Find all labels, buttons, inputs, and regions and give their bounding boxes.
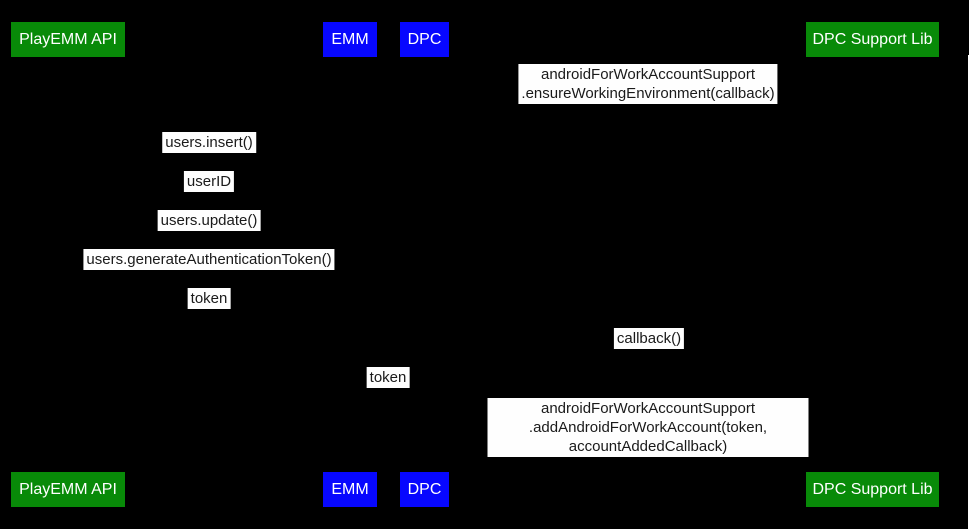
- message-users-update: users.update(): [157, 210, 261, 231]
- message-token-to-emm: token: [187, 288, 231, 309]
- actor-bottom-dpc: DPC: [400, 472, 449, 507]
- actor-bottom-emm: EMM: [323, 472, 377, 507]
- actor-top-dpc: DPC: [400, 22, 449, 57]
- message-token-to-dpc: token: [366, 367, 410, 388]
- message-callback: callback(): [613, 328, 685, 349]
- message-add-android-for-work-account: androidForWorkAccountSupport .addAndroid…: [487, 398, 809, 457]
- actor-top-emm: EMM: [323, 22, 377, 57]
- message-ensure-working-environment: androidForWorkAccountSupport .ensureWork…: [518, 64, 778, 104]
- actor-top-playemm-api: PlayEMM API: [11, 22, 125, 57]
- message-users-insert: users.insert(): [162, 132, 256, 153]
- actor-bottom-dpc-support-lib: DPC Support Lib: [806, 472, 939, 507]
- actor-top-dpc-support-lib: DPC Support Lib: [806, 22, 939, 57]
- actor-bottom-playemm-api: PlayEMM API: [11, 472, 125, 507]
- message-userid: userID: [183, 171, 235, 192]
- message-users-generate-authentication-token: users.generateAuthenticationToken(): [83, 249, 335, 270]
